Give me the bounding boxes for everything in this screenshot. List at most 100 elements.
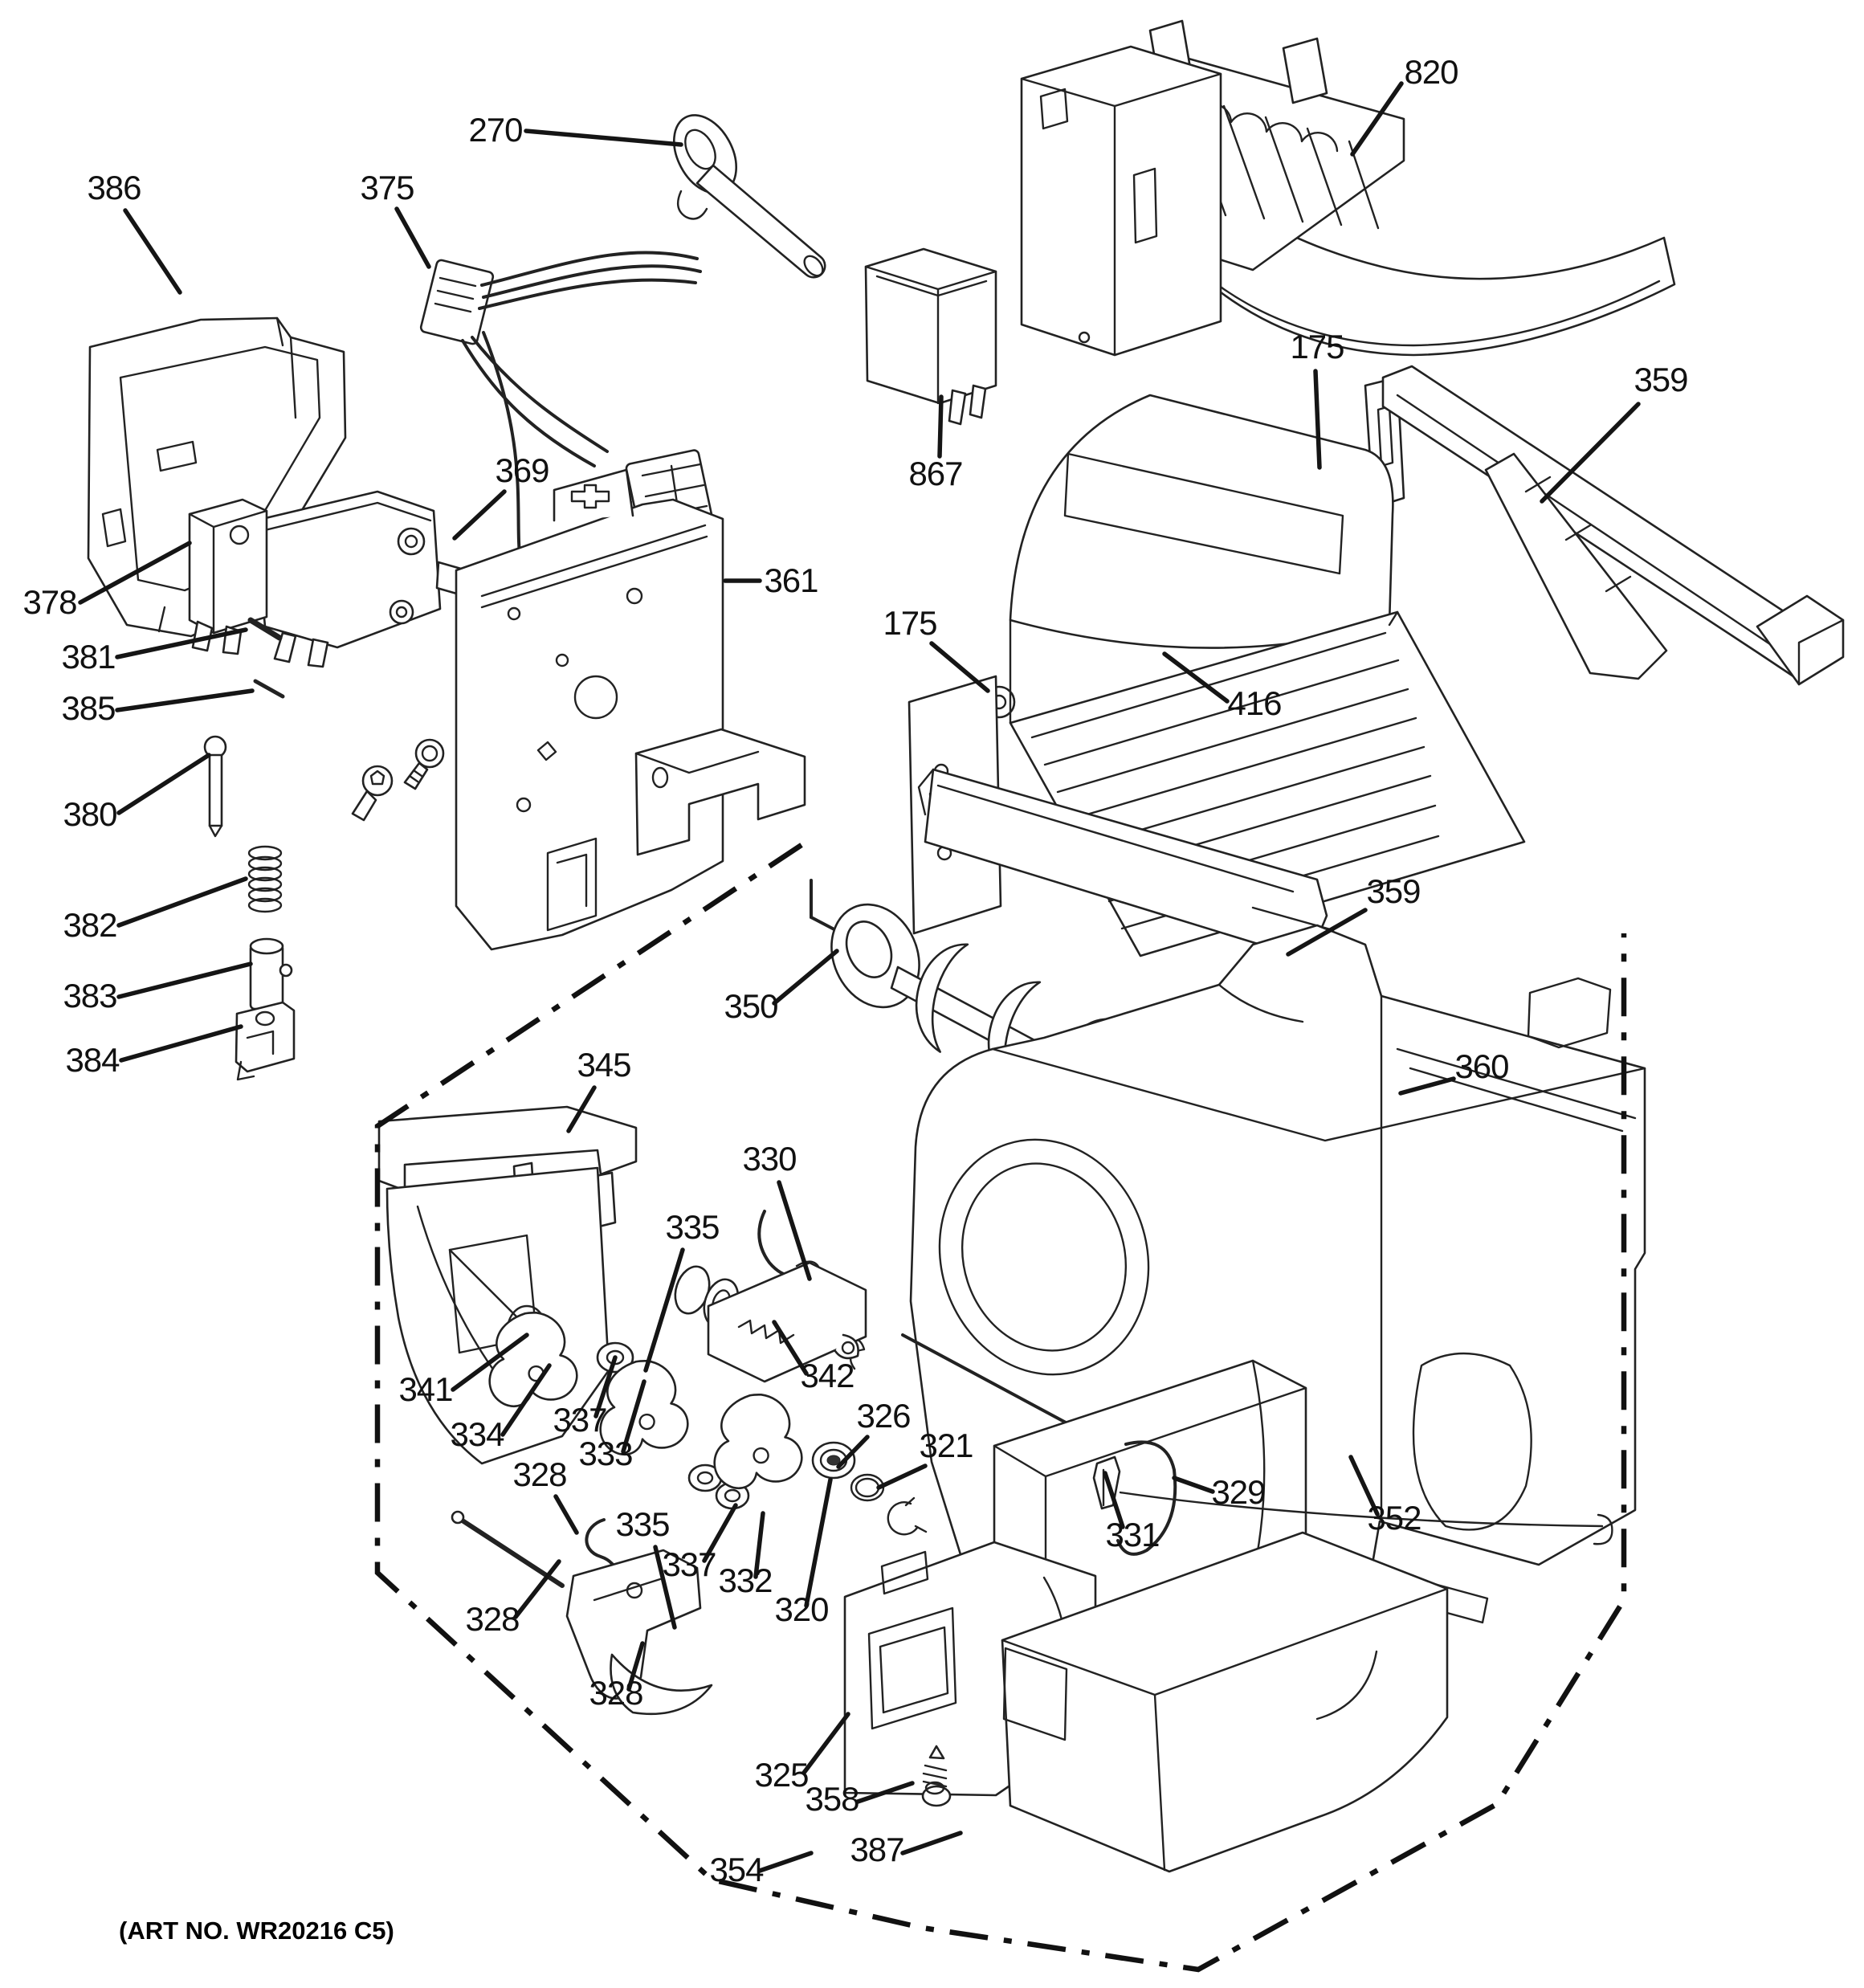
callout-auger-motor: 369 [495,451,549,489]
callout-leader-fan-shroud [123,208,182,295]
clip-365 [634,728,806,856]
callout-leader-pin-small [115,627,248,659]
callout-pin-small-2: 385 [61,689,115,727]
callout-leader-icemaker-assembly [1350,81,1404,157]
fill-cup [864,247,997,426]
art-number: (ART NO. WR20216 C5) [119,1917,394,1945]
callout-plunger-pin: 380 [63,795,116,833]
fan-shroud [87,316,347,638]
callout-leader-crusher-front-housing [801,1712,850,1775]
callout-leader-ring-spacer [836,1435,870,1469]
callout-crusher-housing-plate: 345 [577,1046,630,1084]
callout-leader-bearing-1 [593,1355,618,1419]
bushing [811,1441,856,1480]
callout-crusher-lever: 328 [589,1674,642,1712]
callout-slide-rail-left: 359 [1366,872,1420,910]
callout-leader-fill-tube-pin [524,129,683,147]
callout-leader-wire-harness [394,206,431,269]
link-wire [1116,1440,1613,1556]
icemaker-assembly [1020,19,1676,357]
callout-washer-lower: 335 [615,1505,669,1543]
spring-small [247,845,283,913]
callout-leader-crusher-blade-3 [753,1511,765,1579]
callout-leader-pin-small-2 [115,688,255,712]
callout-leader-solenoid [78,541,192,605]
callout-fan-shroud: 386 [87,169,141,206]
callout-leader-crusher-housing-plate [566,1085,597,1133]
screw-367 [403,738,445,790]
callout-ice-shelf-tray: 416 [1227,684,1281,722]
crusher-actuator [674,1261,867,1383]
pivot-pin [451,1510,565,1588]
callout-leader-spring-small [116,876,248,928]
callout-leader-screw-top-right [1313,369,1322,470]
callout-crusher-blade-1: 334 [450,1415,504,1453]
slide-rail-right [1364,365,1845,686]
callout-leader-bushing [804,1477,833,1608]
callout-spring-small: 382 [63,906,116,944]
callout-leader-slide-rail-left [1286,908,1368,957]
callout-leader-auger [772,949,839,1006]
callout-leader-plunger-pin [116,753,211,815]
callout-bucket-side: 352 [1367,1499,1421,1537]
callout-leader-bucket-side [1348,1455,1380,1517]
callout-mounting-block: 384 [65,1041,120,1079]
callout-bearing-1: 337 [553,1401,606,1439]
mounting-block [235,1001,296,1081]
callout-leader-screw-bottom [855,1781,915,1804]
pin-small-2 [253,679,285,699]
callout-fill-tube-pin: 270 [468,111,522,149]
callout-leader-pivot-pin [513,1559,561,1619]
screw-371 [351,765,394,822]
assembly-boundary [374,843,1627,1973]
callout-pivot-pin: 328 [465,1600,519,1638]
callout-washer-upper: 335 [665,1208,719,1246]
callout-leader-spacer-sleeve [116,961,253,999]
callout-leader-washer-upper [643,1247,685,1373]
callout-bushing: 320 [774,1590,828,1628]
callout-slide-rail-right: 359 [1634,361,1687,398]
callout-leader-crusher-blade-1 [500,1363,552,1437]
callout-leader-dispenser-cover [900,1831,963,1855]
callout-retainer-ring: 341 [398,1370,452,1408]
pin-small [247,617,283,641]
fill-tube-pin [673,114,826,279]
callout-crusher-front-housing: 325 [754,1756,808,1794]
callout-dispenser-cover: 387 [850,1831,903,1868]
callout-solenoid: 378 [22,583,76,621]
callout-hook-spring: 328 [512,1455,566,1493]
callout-leader-mounting-block [119,1024,243,1063]
callout-leader-crusher-lever [626,1641,645,1692]
solenoid [188,498,268,655]
callout-pin-small: 381 [61,638,115,676]
callout-leader-auger-motor [452,489,507,541]
callout-link-wire: 329 [1211,1473,1265,1511]
callout-leader-link-wire [1172,1476,1215,1494]
callout-leader-e-clip [876,1463,928,1490]
callout-leader-retainer-ring [451,1333,529,1392]
callout-fill-cup: 867 [908,455,962,492]
callout-leader-ice-shelf-tray [1162,651,1230,704]
callout-leader-link-clip [1103,1471,1125,1529]
washer-lower [687,1463,723,1492]
callout-leader-spring-rod [777,1180,812,1281]
spacer-sleeve [249,937,293,1010]
callout-leader-hook-spring [553,1494,579,1535]
dispenser-cover [1001,1531,1449,1873]
callout-wire-harness: 375 [360,169,414,206]
callout-leader-fill-cup [937,394,944,459]
callout-spacer-sleeve: 383 [63,977,116,1014]
callout-link-clip: 331 [1105,1516,1159,1553]
callout-ring-spacer: 326 [856,1397,910,1435]
callout-screw-left: 175 [883,604,936,642]
plunger-pin [203,735,227,838]
callout-leader-slide-rail-right [1540,402,1641,504]
callout-ice-bucket: 360 [1454,1047,1508,1085]
callout-leader-crusher-actuator [772,1320,809,1376]
callout-crusher-blade-3: 332 [718,1561,772,1599]
callout-motor-mounting-plate: 361 [764,561,818,599]
callout-crusher-actuator: 342 [800,1357,854,1394]
callout-leader-ice-bucket [1398,1076,1456,1096]
callout-leader-screw-left [929,641,990,693]
